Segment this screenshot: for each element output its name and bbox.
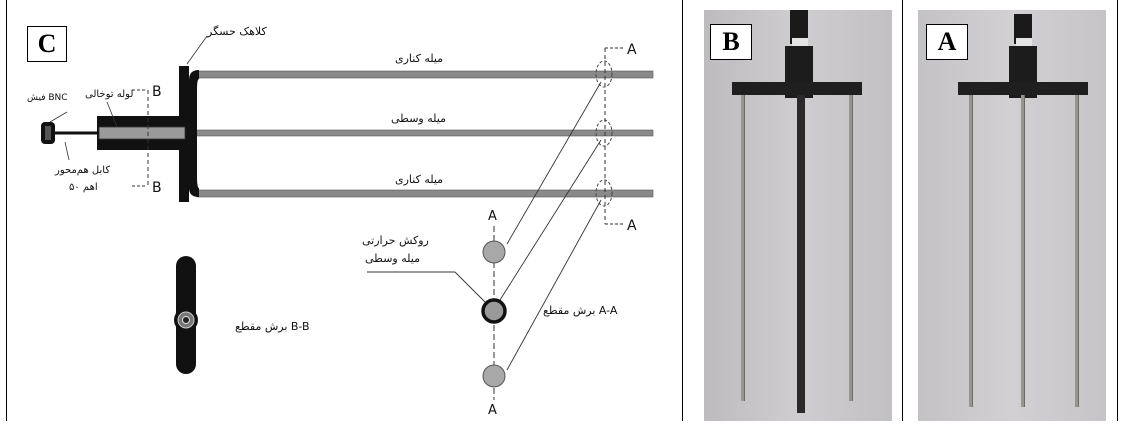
- label-middle-rod: میله وسطی: [391, 112, 446, 125]
- label-hollow-tube: لوله توخالی: [85, 89, 133, 100]
- label-section-aa: برش مقطع A-A: [543, 304, 618, 317]
- marker-a-sec-bottom: A: [488, 403, 497, 418]
- panel-b-photo: B: [704, 10, 892, 421]
- section-outer-rod-1: [482, 240, 506, 264]
- divider-right: [902, 0, 903, 421]
- section-outer-rod-2: [482, 364, 506, 388]
- label-section-bb: برش مقطع B-B: [235, 320, 310, 333]
- label-heat-coating-1: روکش حرارتی: [362, 234, 429, 247]
- panel-c-label: C: [27, 26, 67, 62]
- label-heat-coating-2: میله وسطی: [365, 252, 420, 265]
- panel-a-photo: A: [918, 10, 1106, 421]
- label-bnc-plug: فیش BNC: [27, 93, 68, 103]
- panel-c: B B A A A A کلاهک حسگ: [7, 0, 681, 421]
- marker-a-sec-top: A: [488, 209, 497, 224]
- panel-b-label: B: [710, 24, 752, 60]
- marker-b-bottom: B: [152, 180, 162, 196]
- label-cap: کلاهک حسگر: [206, 25, 267, 38]
- section-middle-rod: [481, 298, 507, 324]
- hollow-tube: [98, 126, 186, 140]
- outer-rod-top: [196, 70, 654, 79]
- panel-a-label: A: [926, 24, 968, 60]
- label-coax-cable-2: ۵۰ اهم: [69, 182, 98, 193]
- outer-rod-bottom: [196, 189, 654, 198]
- marker-b-top: B: [152, 84, 162, 100]
- figure-frame: [6, 0, 1118, 421]
- divider-left: [682, 0, 683, 421]
- label-outer-rod-bottom: میله کناری: [395, 173, 443, 186]
- marker-a-top: A: [627, 42, 637, 58]
- marker-a-right: A: [627, 218, 637, 234]
- label-outer-rod-top: میله کناری: [395, 52, 443, 65]
- probe-schematic: B B A A A A کلاهک حسگ: [27, 25, 654, 418]
- label-coax-cable-1: کابل هم‌محور: [54, 165, 110, 176]
